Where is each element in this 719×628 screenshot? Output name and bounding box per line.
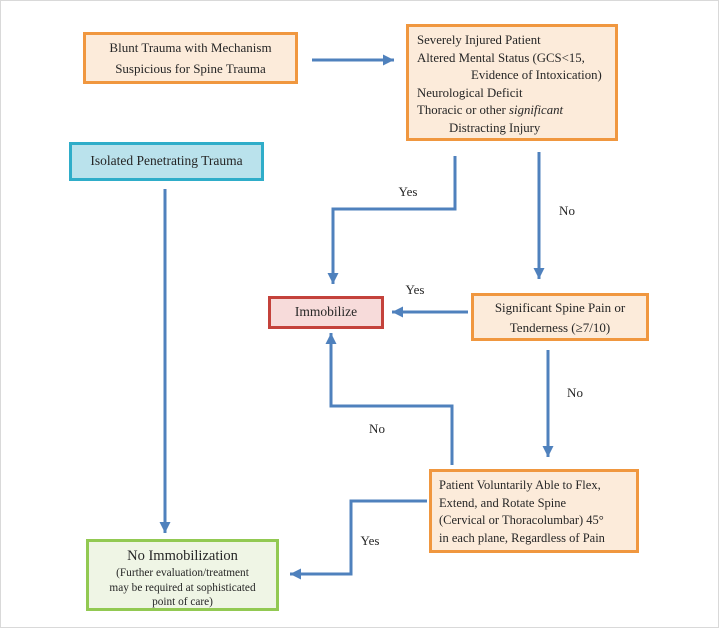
- flex-line2: Extend, and Rotate Spine: [439, 495, 567, 510]
- edge-label-severe-no: No: [559, 203, 575, 218]
- severe-line5-text: Thoracic or other: [417, 103, 510, 117]
- no-immobilization-sub2: may be required at sophisticated: [109, 581, 256, 594]
- edge-label-flex-no: No: [369, 421, 385, 436]
- pain-line1: Significant Spine Pain or: [494, 300, 626, 315]
- box-immobilize: Immobilize: [268, 296, 384, 329]
- blunt-trauma-line1: Blunt Trauma with Mechanism: [109, 40, 272, 55]
- box-severely-injured: Severely Injured Patient Altered Mental …: [406, 24, 618, 141]
- flex-line3: (Cervical or Thoracolumbar) 45°: [439, 513, 604, 527]
- arrow-flex-yes-to-no-immobilization: [290, 499, 427, 580]
- box-isolated-penetrating-trauma: Isolated Penetrating Trauma: [69, 142, 264, 181]
- isolated-penetrating-label: Isolated Penetrating Trauma: [90, 153, 243, 168]
- severe-line5: Thoracic or other significant: [417, 102, 607, 120]
- arrow-flex-no-to-immobilize: [325, 333, 454, 465]
- no-immobilization-sub1: (Further evaluation/treatment: [116, 567, 249, 579]
- severe-line2: Altered Mental Status (GCS<15,: [417, 50, 585, 65]
- box-voluntary-flex: Patient Voluntarily Able to Flex, Extend…: [429, 469, 639, 553]
- no-immobilization-title: No Immobilization: [127, 548, 238, 564]
- blunt-trauma-line2: Suspicious for Spine Trauma: [115, 61, 266, 76]
- severe-line3: Evidence of Intoxication): [471, 68, 602, 82]
- flex-line1: Patient Voluntarily Able to Flex,: [439, 478, 601, 492]
- box-significant-spine-pain: Significant Spine Pain or Tenderness (≥7…: [471, 293, 649, 341]
- edge-label-pain-no: No: [567, 385, 583, 400]
- box-blunt-trauma: Blunt Trauma with Mechanism Suspicious f…: [83, 32, 298, 84]
- no-immobilization-sub3: point of care): [152, 596, 213, 608]
- edge-label-severe-yes: Yes: [398, 184, 418, 199]
- severe-line6: Distracting Injury: [449, 120, 541, 135]
- severe-line4: Neurological Deficit: [417, 85, 523, 100]
- box-no-immobilization: No Immobilization (Further evaluation/tr…: [86, 539, 279, 611]
- flex-line4: in each plane, Regardless of Pain: [439, 530, 605, 545]
- edge-label-pain-yes: Yes: [405, 282, 425, 297]
- severe-line5-italic: significant: [509, 103, 564, 117]
- arrow-severe-yes-to-immobilize: [327, 156, 457, 284]
- severe-line1: Severely Injured Patient: [417, 33, 541, 47]
- edge-label-flex-yes: Yes: [360, 533, 380, 548]
- pain-line2: Tenderness (≥7/10): [509, 320, 611, 335]
- immobilize-label: Immobilize: [294, 304, 358, 319]
